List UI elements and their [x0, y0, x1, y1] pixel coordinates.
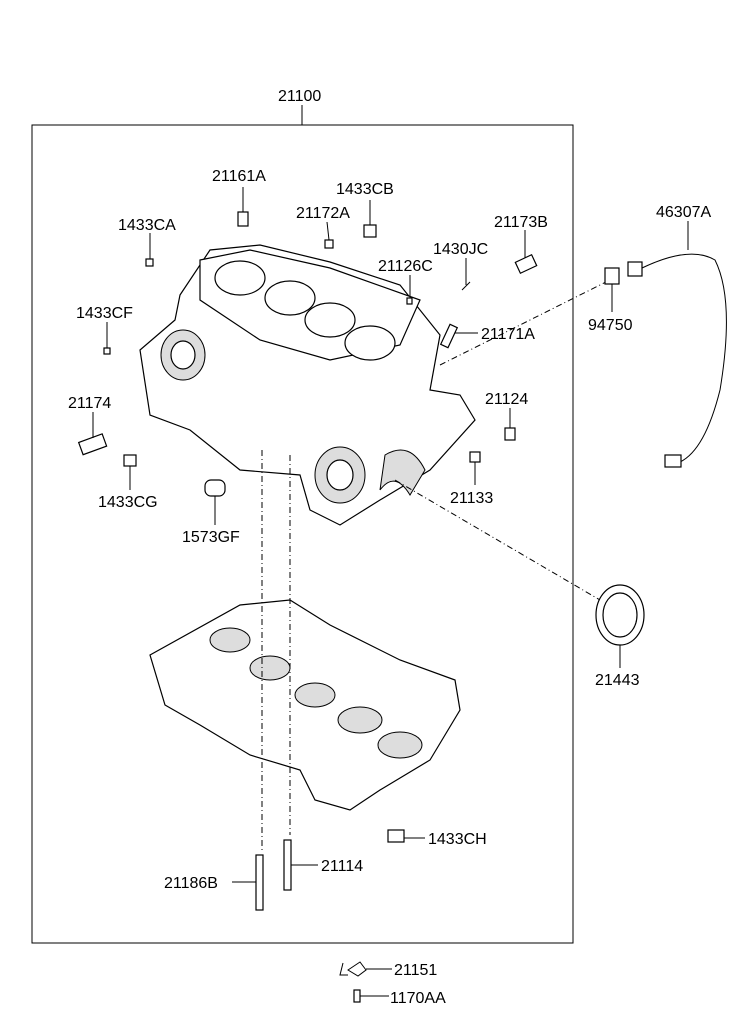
label-1433CF: 1433CF — [76, 305, 133, 322]
label-1433CB: 1433CB — [336, 181, 394, 198]
label-1430JC: 1430JC — [433, 241, 488, 258]
label-21174: 21174 — [68, 395, 111, 412]
cylinder-block-upper — [139, 244, 476, 526]
label-21151: 21151 — [394, 962, 437, 979]
label-21133: 21133 — [450, 490, 493, 507]
label-21443: 21443 — [595, 672, 640, 689]
label-1433CH: 1433CH — [428, 831, 487, 848]
label-46307A: 46307A — [656, 204, 711, 221]
label-1433CG: 1433CG — [98, 494, 158, 511]
label-21171A: 21171A — [481, 326, 535, 343]
label-1433CA: 1433CA — [118, 217, 176, 234]
part-21161A-icon — [237, 211, 249, 227]
label-21173B: 21173B — [494, 214, 548, 231]
label-21114: 21114 — [321, 858, 363, 875]
label-21161A: 21161A — [212, 168, 266, 185]
label-21126C: 21126C — [378, 258, 433, 275]
label-1170AA: 1170AA — [390, 990, 446, 1007]
part-labels: 21161A 1433CB 21172A 1433CA 21173B 1430J… — [68, 168, 711, 1007]
label-21124: 21124 — [485, 391, 528, 408]
assembly-frame — [31, 124, 574, 944]
label-21186B: 21186B — [164, 875, 218, 892]
label-21100: 21100 — [278, 88, 321, 105]
cylinder-block-lower — [149, 599, 461, 811]
label-94750: 94750 — [588, 317, 633, 334]
label-1573GF: 1573GF — [182, 529, 240, 546]
label-21172A: 21172A — [296, 205, 350, 222]
